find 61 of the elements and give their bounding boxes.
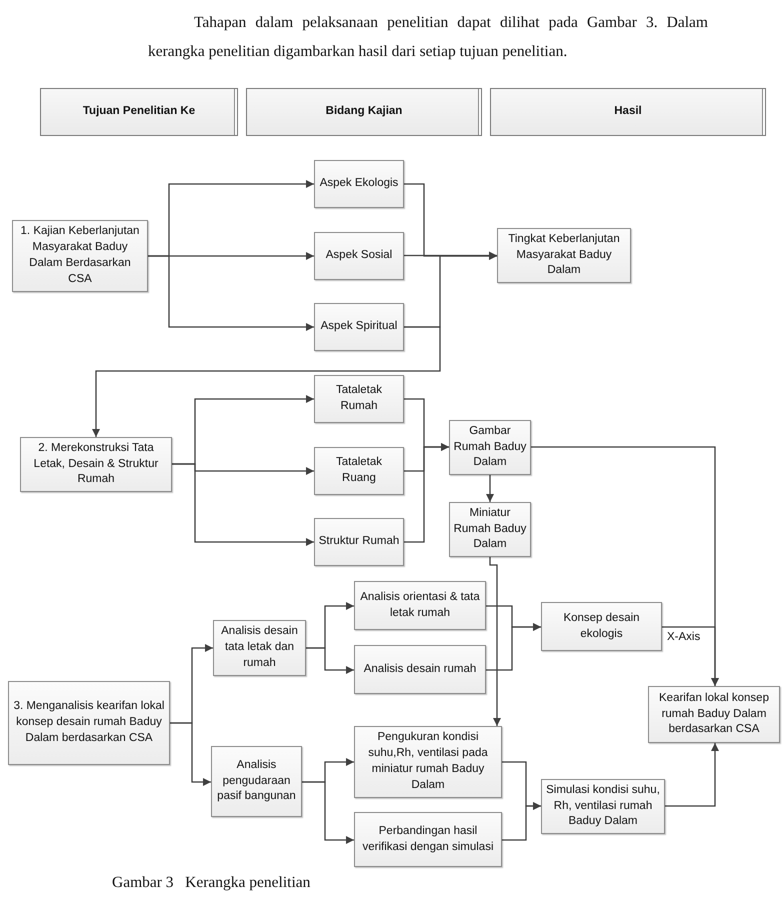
connector-arrow — [486, 623, 541, 671]
box-text: Analisis desain tata letak dan rumah — [220, 624, 299, 671]
process-box — [314, 375, 404, 423]
process-box — [541, 602, 662, 651]
process-box — [314, 447, 404, 495]
connector-arrow — [502, 802, 541, 841]
box-text: 1. Kajian Keberlanjutan Masyarakat Baduy Dalam Berdasarkan CSA — [20, 224, 140, 287]
lane-header — [490, 88, 766, 136]
connector-arrow — [489, 557, 501, 726]
box-text: Analisis orientasi & tata letak rumah — [359, 590, 481, 620]
box-text: Pengukuran kondisi suhu,Rh, ventilasi pada miniatur rumah Baduy Dalam — [367, 730, 489, 793]
box-text: Kearifan lokal konsep rumah Baduy Dalam berdasarkan CSA — [658, 690, 770, 738]
box-text: Simulasi kondisi suhu, Rh, ventilasi rumah Baduy Dalam — [545, 782, 661, 830]
process-box — [354, 645, 486, 694]
process-box — [213, 620, 306, 676]
process-box — [354, 581, 486, 630]
process-box — [314, 303, 404, 351]
box-text: Struktur Rumah — [318, 534, 400, 550]
header-text: Tujuan Penelitian Ke — [82, 104, 196, 120]
box-text: Analisis pengudaraan pasif bangunan — [216, 758, 297, 804]
process-box — [211, 746, 302, 817]
box-text: Aspek Spiritual — [320, 319, 398, 334]
box-text: Tingkat Keberlanjutan Masyarakat Baduy Dalam — [507, 232, 621, 278]
box-text: Gambar Rumah Baduy Dalam — [453, 424, 527, 470]
process-box — [12, 220, 148, 292]
box-text: Analisis desain rumah — [364, 662, 476, 677]
box-text: Aspek Sosial — [326, 248, 392, 264]
process-box — [354, 812, 502, 867]
process-box — [314, 232, 404, 280]
box-text: 2. Merekonstruksi Tata Letak, Desain & Struktur Rumah — [32, 440, 160, 488]
header-text: Bidang Kajian — [326, 104, 402, 120]
body-paragraph: Tahapan dalam pelaksanaan penelitian dapat dilihat pada Gambar 3. Dalam kerangka penelitian digambarkan hasil dari setiap tujuan penelitian. — [148, 13, 708, 62]
connector-arrow — [306, 647, 354, 674]
box-text: Tataletak Rumah — [334, 383, 384, 414]
box-text: Tataletak Ruang — [334, 455, 384, 486]
connector-arrow — [404, 443, 449, 543]
process-box — [8, 681, 170, 765]
edge-label: X-Axis — [665, 631, 702, 643]
process-box — [20, 437, 172, 492]
connector-arrow — [662, 626, 719, 686]
box-text: Aspek Ekologis — [320, 176, 398, 192]
connector-arrow — [170, 722, 211, 786]
process-box — [648, 686, 780, 743]
process-box — [314, 518, 404, 566]
connector-arrow — [148, 255, 314, 331]
process-box — [497, 228, 631, 283]
box-text: Konsep desain ekologis — [562, 610, 641, 642]
lane-header — [40, 88, 238, 136]
box-text: Miniatur Rumah Baduy Dalam — [453, 506, 527, 552]
figure-caption: Gambar 3 Kerangka penelitian — [112, 874, 310, 892]
process-box — [354, 726, 502, 798]
lane-header — [246, 88, 482, 136]
connector-arrow — [172, 463, 314, 546]
connector-arrow — [302, 781, 354, 844]
box-text: Perbandingan hasil verifikasi dengan simulasi — [361, 824, 495, 854]
box-text: 3. Menganalisis kearifan lokal konsep desain rumah Baduy Dalam berdasarkan CSA — [12, 699, 166, 746]
header-text: Hasil — [614, 104, 642, 120]
connector-arrow — [665, 743, 719, 807]
connector-arrow — [486, 475, 494, 502]
process-box — [314, 160, 404, 208]
connector-arrow — [92, 326, 441, 437]
